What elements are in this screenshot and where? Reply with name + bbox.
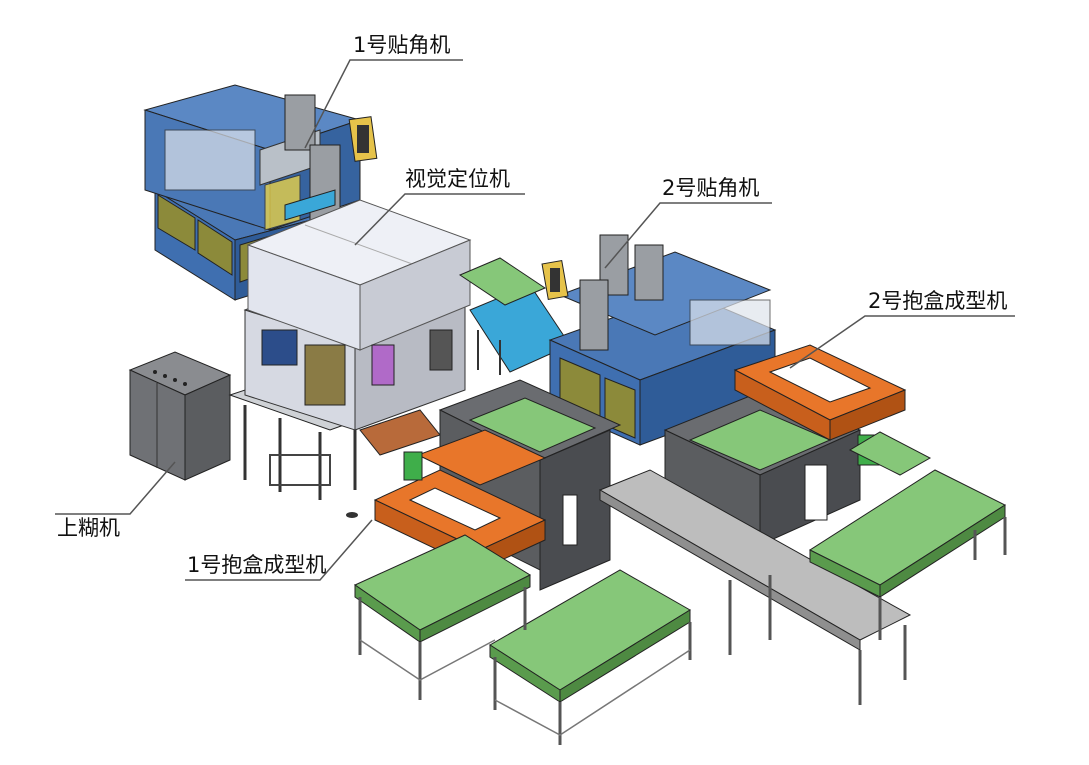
label-corner-machine-2: 2号贴角机	[662, 176, 760, 200]
vision-positioning-machine	[243, 199, 472, 456]
leader-corner1	[304, 59, 463, 149]
feed-conveyor	[458, 257, 571, 375]
label-box-forming-machine-1: 1号抱盒成型机	[187, 553, 327, 577]
leader-vision	[354, 193, 525, 246]
leader-corner2	[604, 202, 772, 269]
label-vision-positioning-machine: 视觉定位机	[405, 167, 510, 191]
leader-lines	[55, 59, 1015, 581]
green-tables	[353, 431, 1007, 745]
label-glue-machine: 上糊机	[57, 516, 120, 540]
leader-glue	[55, 461, 176, 515]
label-box-forming-machine-2: 2号抱盒成型机	[868, 289, 1008, 313]
corner-machine-2	[541, 234, 777, 446]
box-forming-machine-1	[373, 379, 622, 591]
leader-box1	[185, 519, 373, 581]
leader-box2	[789, 315, 1015, 369]
label-corner-machine-1: 1号贴角机	[353, 33, 451, 57]
box-forming-machine-2	[663, 344, 907, 546]
main-belt-conveyor	[598, 469, 912, 705]
